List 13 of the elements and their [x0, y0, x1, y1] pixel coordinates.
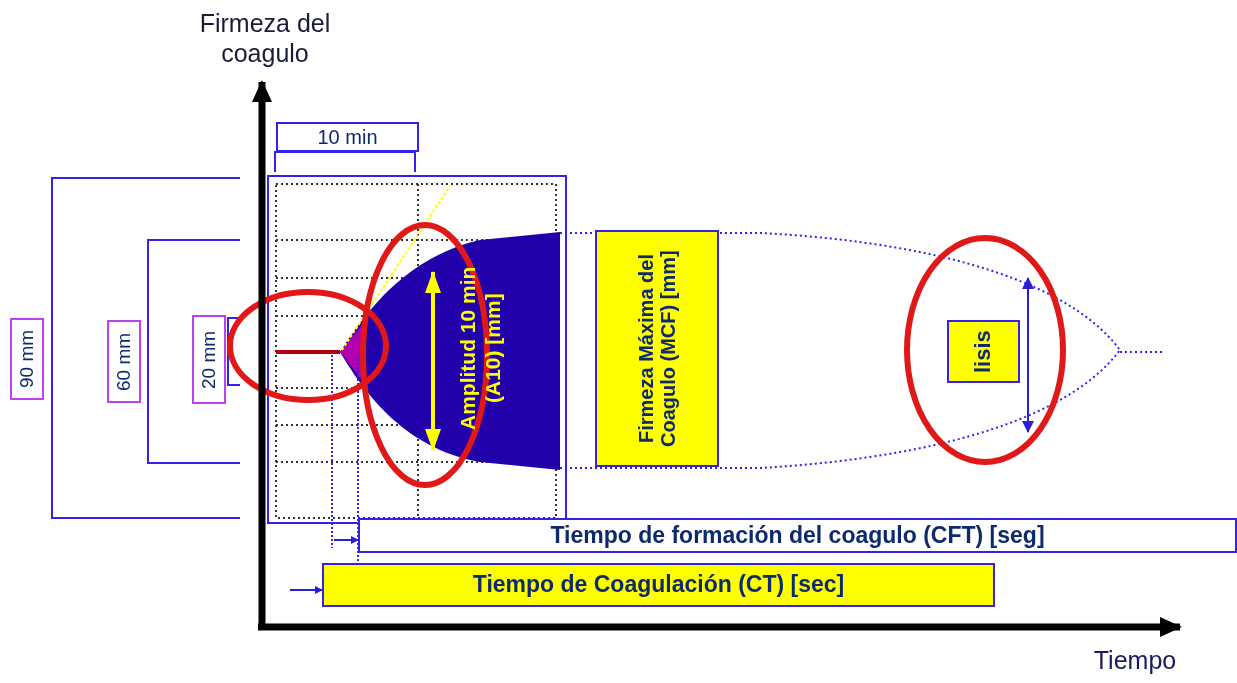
arrow: [333, 536, 359, 544]
arrow: [289, 586, 323, 594]
text-box: 90 mm: [10, 318, 44, 400]
text-box: Firmeza Máxima del Coagulo (MCF) [mm]: [595, 230, 719, 467]
text-box: Tiempo de formación del coagulo (CFT) [seg]: [358, 518, 1237, 553]
axis-title: Firmeza del coagulo: [198, 8, 332, 68]
amplitude-label: Amplitud 10 min (A10) [mm]: [455, 265, 506, 432]
text-box: Tiempo de Coagulación (CT) [sec]: [322, 563, 995, 607]
text-box: 20 mm: [192, 315, 226, 404]
axis-title: Tiempo: [1092, 645, 1178, 675]
text-box: 10 min: [276, 122, 419, 152]
text-box: lisis: [947, 320, 1020, 383]
text-box: 60 mm: [107, 320, 141, 403]
